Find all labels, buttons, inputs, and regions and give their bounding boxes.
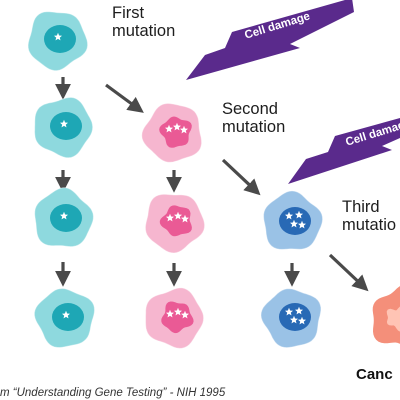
third-label-line1: Third <box>342 198 380 216</box>
normal-cell <box>34 96 94 159</box>
first-label-line1: First <box>112 4 145 22</box>
mutation-star-icon <box>166 213 174 222</box>
nucleus <box>159 205 192 237</box>
cancer-label: Canc <box>356 366 393 383</box>
mutation-star-icon <box>174 307 182 316</box>
normal-cell <box>34 187 94 248</box>
mutation-star-icon <box>295 210 303 219</box>
cancer-cell <box>372 286 400 344</box>
second-mutation-label: Second mutation <box>222 100 285 136</box>
mutation-star-icon <box>165 124 173 133</box>
second-label-line1: Second <box>222 100 278 118</box>
mutation-star-icon <box>180 125 188 134</box>
mutation-star-icon <box>166 309 174 318</box>
arrow <box>105 83 144 113</box>
mutation-star-icon <box>298 220 306 229</box>
mutation-star-icon <box>60 119 68 128</box>
mutation-star-icon <box>298 316 306 325</box>
first-label-line2: mutation <box>112 22 176 40</box>
arrow <box>221 158 261 196</box>
mut3-cell <box>260 288 322 349</box>
mutation-star-icon <box>290 219 298 228</box>
mutation-star-icon <box>54 32 62 41</box>
mutation-star-icon <box>60 211 68 220</box>
mut2-cell <box>144 193 206 254</box>
mutation-star-icon <box>285 307 293 316</box>
nucleus <box>279 303 311 331</box>
nucleus <box>159 116 192 148</box>
mutation-star-icon <box>290 315 298 324</box>
lightning-bolt-1 <box>186 0 354 80</box>
normal-cell <box>33 287 96 349</box>
third-mutation-label: Third mutatio <box>342 198 396 234</box>
mut2-cell <box>145 287 205 349</box>
second-label-line2: mutation <box>222 118 286 136</box>
mut2-cell <box>141 102 203 163</box>
mutation-star-icon <box>173 122 181 131</box>
mutation-star-icon <box>174 211 182 220</box>
normal-cell <box>27 11 89 72</box>
mutation-star-icon <box>62 310 70 319</box>
mut3-cell <box>263 190 324 250</box>
nucleus <box>279 207 311 235</box>
arrow <box>328 253 369 292</box>
mutation-star-icon <box>295 306 303 315</box>
cancer-cell-membrane <box>372 286 400 344</box>
mutation-star-icon <box>181 214 189 223</box>
mutation-star-icon <box>181 310 189 319</box>
first-mutation-label: First mutation <box>112 4 175 40</box>
source-caption: m “Understanding Gene Testing” - NIH 199… <box>0 387 226 399</box>
mutation-star-icon <box>285 211 293 220</box>
nucleus <box>161 301 194 334</box>
lightning-bolt-2 <box>288 118 400 184</box>
third-label-line2: mutatio <box>342 216 397 234</box>
cancer-nucleus <box>386 306 400 332</box>
